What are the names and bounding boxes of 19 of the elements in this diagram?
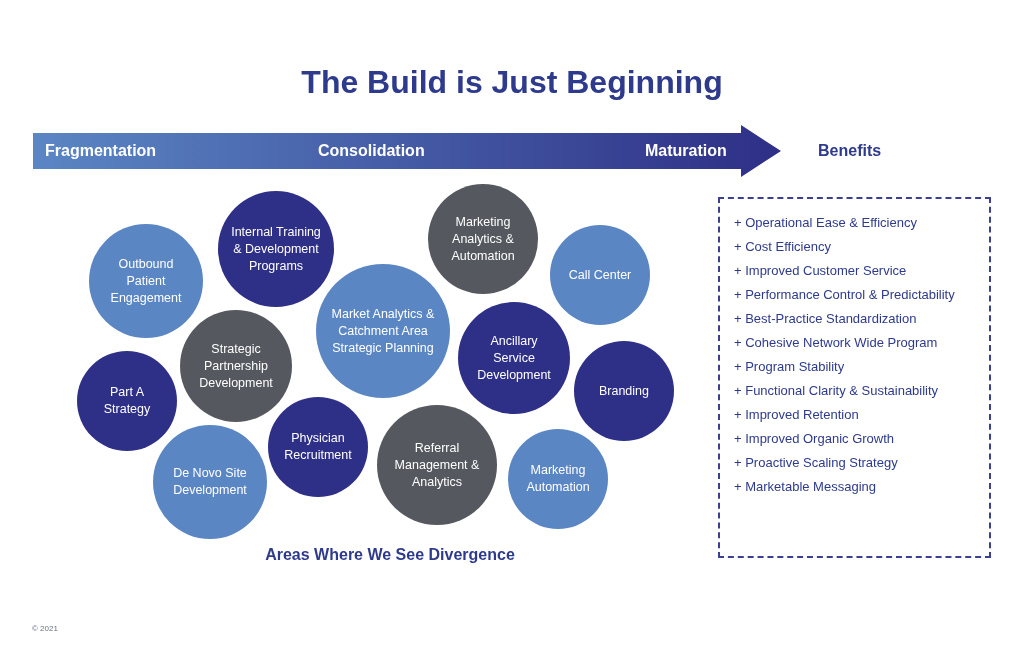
benefit-item: + Functional Clarity & Sustainability (734, 383, 940, 399)
benefit-item: + Cost Efficiency (734, 239, 832, 255)
stage-label: Maturation (645, 141, 727, 161)
benefit-item: + Performance Control & Predictability (734, 287, 956, 303)
caption-text: Areas Where We See Divergence (264, 545, 516, 565)
stage-label: Fragmentation (45, 141, 157, 161)
benefit-item: + Best-Practice Standardization (734, 311, 918, 327)
benefit-item: + Cohesive Network Wide Program (734, 335, 939, 351)
benefit-item: + Program Stability (734, 359, 846, 375)
benefit-item: + Improved Organic Growth (734, 431, 896, 447)
benefit-item: + Improved Customer Service (734, 263, 908, 279)
title: The Build is Just Beginning (300, 63, 724, 102)
benefits-heading: Benefits (818, 141, 882, 161)
copyright-text: © 2021 (32, 623, 58, 635)
benefit-item: + Proactive Scaling Strategy (734, 455, 899, 471)
benefit-item: + Marketable Messaging (734, 479, 877, 495)
stage-label: Consolidation (318, 141, 425, 161)
benefit-item: + Operational Ease & Efficiency (734, 215, 918, 231)
benefit-item: + Improved Retention (734, 407, 860, 423)
